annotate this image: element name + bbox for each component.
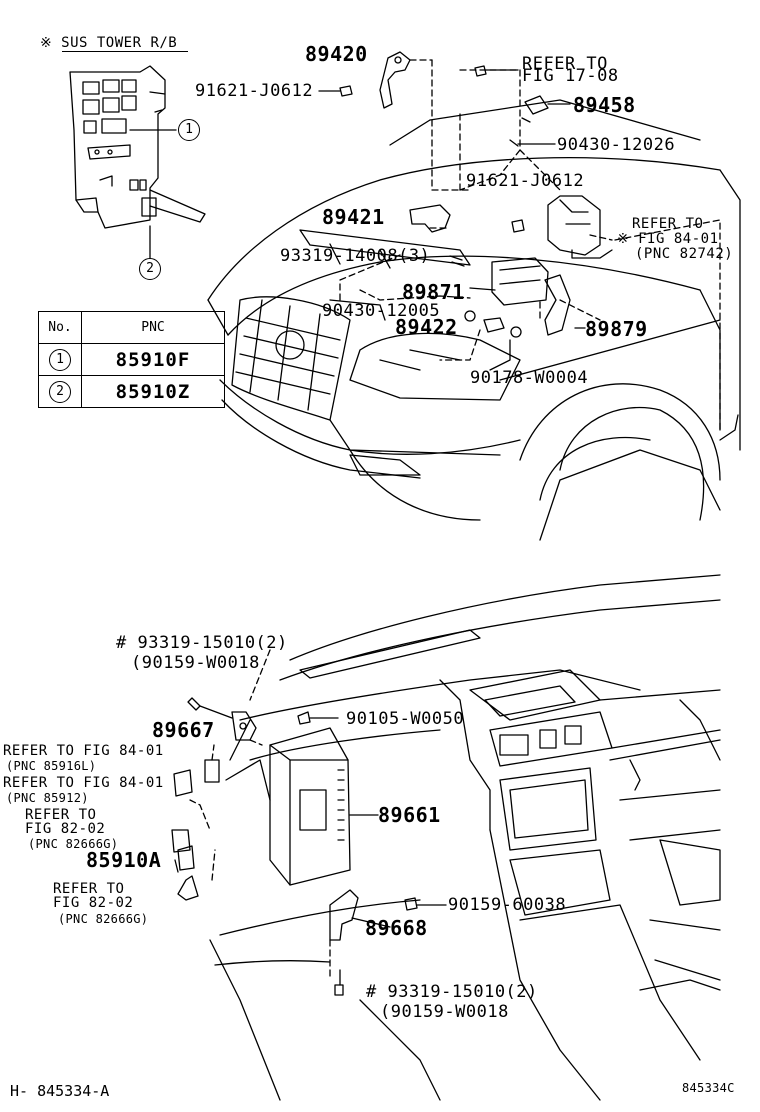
part-89458[interactable]: 89458 [573, 93, 636, 117]
part-89420[interactable]: 89420 [305, 42, 368, 66]
part-89667[interactable]: 89667 [152, 718, 215, 742]
legend-row: 2 85910Z [38, 375, 225, 408]
part-90105-w0050[interactable]: 90105-W0050 [346, 709, 465, 729]
sus-tower-title: ※ SUS TOWER R/B [40, 35, 178, 51]
footer-right-code: 845334C [682, 1081, 735, 1095]
part-89421[interactable]: 89421 [322, 205, 385, 229]
part-93319-14008[interactable]: 93319-14008(3) [280, 246, 431, 266]
part-89879[interactable]: 89879 [585, 317, 648, 341]
part-90430-12026[interactable]: 90430-12026 [557, 135, 676, 155]
legend-row-no: 1 [49, 349, 71, 371]
refer-82666g-b-line1[interactable]: REFER TO [53, 881, 125, 897]
legend-row-pnc: 85910F [81, 343, 225, 376]
refer-82666g-a-line2[interactable]: FIG 82-02 [25, 821, 106, 837]
refer-17-08-line1[interactable]: REFER TO [522, 54, 608, 74]
legend-col-pnc: PNC [81, 311, 225, 344]
refer-17-08-line2[interactable]: FIG 17-08 [522, 66, 619, 86]
legend-row-no: 2 [49, 381, 71, 403]
title-underline [62, 51, 188, 52]
legend-row: 1 85910F [38, 343, 225, 376]
dashboard-drawing [171, 574, 721, 1101]
part-89661[interactable]: 89661 [378, 803, 441, 827]
refer-85912-line2[interactable]: (PNC 85912) [6, 791, 89, 805]
legend-header-row: No. PNC [38, 311, 225, 344]
callout-2: 2 [139, 258, 161, 280]
part-89871[interactable]: 89871 [402, 280, 465, 304]
part-85910a[interactable]: 85910A [86, 848, 162, 872]
footer-left-code: H- 845334-A [10, 1082, 110, 1100]
part-93319-15010-bottom[interactable]: # 93319-15010(2) [366, 982, 538, 1002]
callout-1: 1 [178, 119, 200, 141]
pnc-legend-table: No. PNC 1 85910F 2 85910Z [38, 311, 225, 408]
relay-block-drawing [69, 65, 206, 259]
part-90430-12005[interactable]: 90430-12005 [322, 301, 441, 321]
refer-82666g-b-line2[interactable]: FIG 82-02 [53, 895, 134, 911]
part-91621-a[interactable]: 91621-J0612 [195, 81, 314, 101]
refer-85916l-line2[interactable]: (PNC 85916L) [6, 759, 97, 773]
part-89422[interactable]: 89422 [395, 315, 458, 339]
part-89668[interactable]: 89668 [365, 916, 428, 940]
part-90159-w0018-bottom[interactable]: (90159-W0018 [380, 1002, 509, 1022]
refer-85912-line1[interactable]: REFER TO FIG 84-01 [3, 775, 164, 791]
part-90178-w0004[interactable]: 90178-W0004 [470, 368, 589, 388]
part-93319-15010-top[interactable]: # 93319-15010(2) [116, 633, 288, 653]
refer-84-01-line2[interactable]: ※ FIG 84-01 [617, 231, 719, 247]
refer-82666g-a-line1[interactable]: REFER TO [25, 807, 97, 823]
refer-84-01-line1[interactable]: REFER TO [632, 216, 704, 232]
front-vehicle-drawing [207, 51, 741, 541]
refer-84-01-line3[interactable]: (PNC 82742) [635, 246, 734, 262]
part-91621-b[interactable]: 91621-J0612 [466, 171, 585, 191]
refer-85916l-line1[interactable]: REFER TO FIG 84-01 [3, 743, 164, 759]
legend-row-pnc: 85910Z [81, 375, 225, 408]
part-90159-w0018-top[interactable]: (90159-W0018 [131, 653, 260, 673]
refer-82666g-a-line3[interactable]: (PNC 82666G) [28, 837, 119, 851]
part-90159-60038[interactable]: 90159-60038 [448, 895, 567, 915]
legend-col-no: No. [38, 311, 82, 344]
refer-82666g-b-line3[interactable]: (PNC 82666G) [58, 912, 149, 926]
